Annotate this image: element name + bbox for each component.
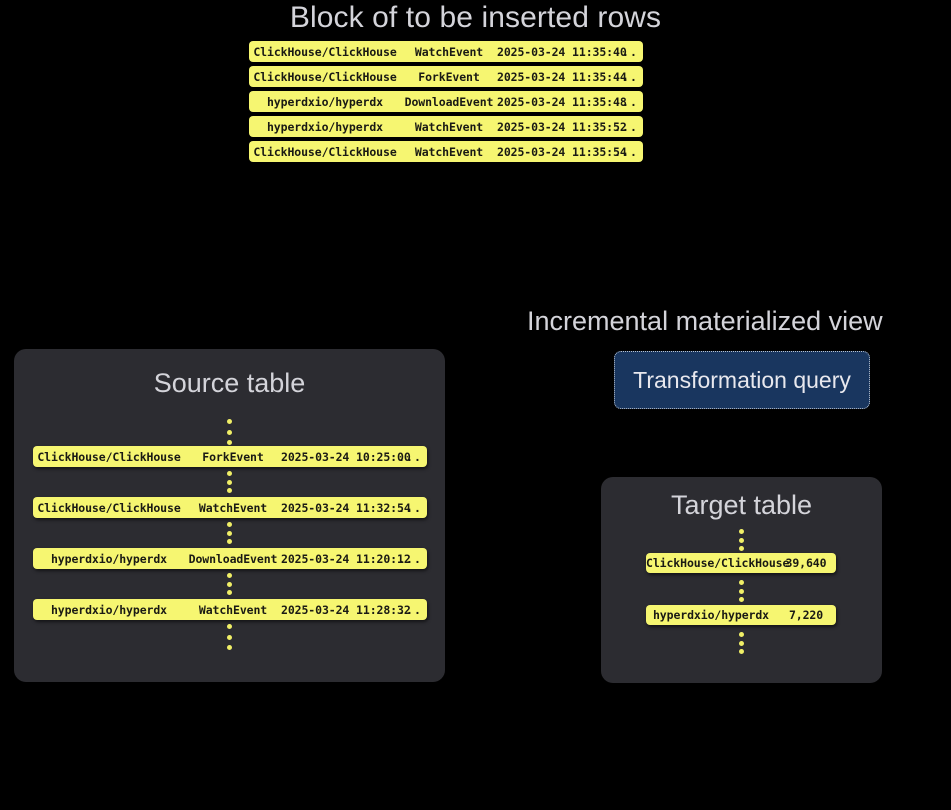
source-table-row: hyperdxio/hyperdx WatchEvent 2025-03-24 … xyxy=(33,599,427,620)
block-row: hyperdxio/hyperdx DownloadEvent 2025-03-… xyxy=(249,91,643,112)
vertical-ellipsis xyxy=(227,522,232,544)
target-table-panel: Target table xyxy=(601,477,882,683)
block-title: Block of to be inserted rows xyxy=(289,1,662,34)
row-repo: ClickHouse/ClickHouse xyxy=(253,69,397,84)
block-row: ClickHouse/ClickHouse ForkEvent 2025-03-… xyxy=(249,66,643,87)
row-event: WatchEvent xyxy=(198,500,268,515)
row-more: ... xyxy=(398,551,422,566)
row-event: WatchEvent xyxy=(414,144,484,159)
row-repo: ClickHouse/ClickHouse xyxy=(37,449,181,464)
source-table-row: hyperdxio/hyperdx DownloadEvent 2025-03-… xyxy=(33,548,427,569)
row-timestamp: 2025-03-24 11:35:48 xyxy=(497,94,627,109)
row-timestamp: 2025-03-24 11:35:52 xyxy=(497,119,627,134)
row-repo: ClickHouse/ClickHouse xyxy=(253,144,397,159)
target-table-row: hyperdxio/hyperdx 7,220 xyxy=(646,605,836,625)
block-row: ClickHouse/ClickHouse WatchEvent 2025-03… xyxy=(249,41,643,62)
transformation-query-box[interactable]: Transformation query xyxy=(614,351,870,409)
row-more: ... xyxy=(398,500,422,515)
row-timestamp: 2025-03-24 11:32:54 xyxy=(281,500,411,515)
source-table-row: ClickHouse/ClickHouse WatchEvent 2025-03… xyxy=(33,497,427,518)
row-repo: ClickHouse/ClickHouse xyxy=(253,44,397,59)
vertical-ellipsis xyxy=(227,419,232,445)
row-more: ... xyxy=(398,602,422,617)
row-repo: ClickHouse/ClickHouse xyxy=(646,556,790,570)
row-repo: hyperdxio/hyperdx xyxy=(266,94,383,109)
row-event: DownloadEvent xyxy=(404,94,494,109)
row-event: WatchEvent xyxy=(414,119,484,134)
row-event: DownloadEvent xyxy=(188,551,278,566)
row-timestamp: 2025-03-24 11:28:32 xyxy=(281,602,411,617)
row-repo: hyperdxio/hyperdx xyxy=(50,602,167,617)
row-more: ... xyxy=(614,69,638,84)
row-repo: ClickHouse/ClickHouse xyxy=(37,500,181,515)
row-timestamp: 2025-03-24 11:35:54 xyxy=(497,144,627,159)
row-timestamp: 2025-03-24 10:25:00 xyxy=(281,449,411,464)
row-event: WatchEvent xyxy=(198,602,268,617)
row-repo: hyperdxio/hyperdx xyxy=(50,551,167,566)
row-event: ForkEvent xyxy=(202,449,264,464)
vertical-ellipsis xyxy=(227,624,232,650)
row-more: ... xyxy=(614,94,638,109)
target-table-title: Target table xyxy=(670,490,813,520)
row-timestamp: 2025-03-24 11:35:44 xyxy=(497,69,627,84)
source-table-row: ClickHouse/ClickHouse ForkEvent 2025-03-… xyxy=(33,446,427,467)
vertical-ellipsis xyxy=(227,471,232,493)
block-row: hyperdxio/hyperdx WatchEvent 2025-03-24 … xyxy=(249,116,643,137)
row-repo: hyperdxio/hyperdx xyxy=(652,608,769,622)
row-event: ForkEvent xyxy=(418,69,480,84)
vertical-ellipsis xyxy=(227,573,232,595)
row-timestamp: 2025-03-24 11:35:40 xyxy=(497,44,627,59)
incremental-materialized-view-title: Incremental materialized view xyxy=(527,306,883,336)
row-more: ... xyxy=(614,144,638,159)
source-table-title: Source table xyxy=(153,368,306,398)
row-more: ... xyxy=(398,449,422,464)
block-row: ClickHouse/ClickHouse WatchEvent 2025-03… xyxy=(249,141,643,162)
row-value: 39,640 xyxy=(785,556,827,570)
row-more: ... xyxy=(614,119,638,134)
row-more: ... xyxy=(614,44,638,59)
target-table-row: ClickHouse/ClickHouse 39,640 xyxy=(646,553,836,573)
row-timestamp: 2025-03-24 11:20:12 xyxy=(281,551,411,566)
vertical-ellipsis xyxy=(739,529,744,551)
row-repo: hyperdxio/hyperdx xyxy=(266,119,383,134)
vertical-ellipsis xyxy=(739,580,744,602)
row-value: 7,220 xyxy=(788,608,824,622)
row-event: WatchEvent xyxy=(414,44,484,59)
vertical-ellipsis xyxy=(739,632,744,654)
